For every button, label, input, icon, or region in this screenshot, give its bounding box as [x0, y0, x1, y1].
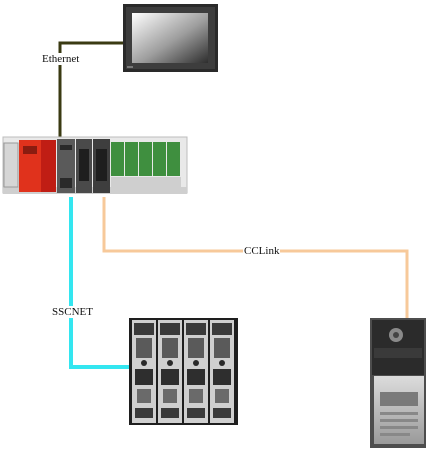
servo-unit: [132, 320, 156, 423]
sscnet-label: SSCNET: [51, 306, 94, 318]
sscnet-cable: [69, 197, 130, 369]
servo-unit: [210, 320, 234, 423]
servo-unit: [184, 320, 208, 423]
ethernet-label: Ethernet: [41, 53, 81, 65]
io-modules: [111, 142, 180, 176]
inverter-drive-icon: [370, 318, 426, 448]
plc-rack-icon: [2, 136, 188, 194]
ethernet-cable: [58, 41, 125, 142]
power-supply-module: [19, 140, 41, 192]
servo-amplifier-icon: [129, 318, 238, 425]
servo-unit: [158, 320, 182, 423]
cpu-module: [57, 139, 75, 193]
cclink-cable: [102, 197, 409, 322]
cclink-label: CCLink: [243, 245, 281, 257]
touch-panel-monitor-icon: [123, 4, 218, 72]
